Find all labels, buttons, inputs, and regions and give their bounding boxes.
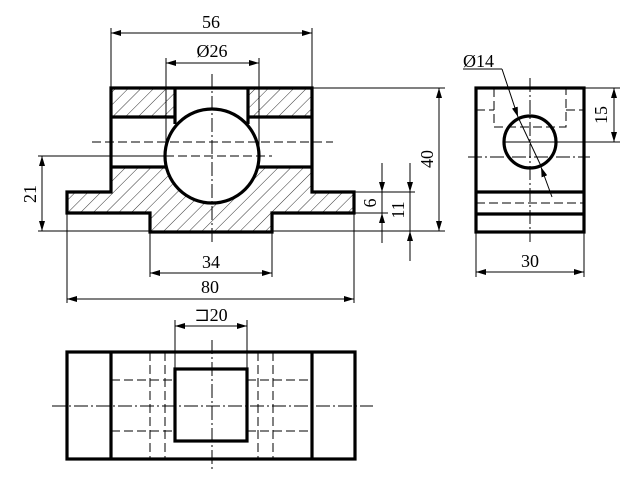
side-view: 15 Ø14 30	[463, 51, 620, 277]
dim-21: 21	[20, 185, 40, 203]
front-view: 56 Ø26 40 21 6 11 34 80	[20, 12, 445, 303]
dim-15: 15	[591, 106, 611, 124]
dim-40: 40	[417, 150, 437, 168]
dim-bore-diameter: Ø26	[197, 41, 228, 61]
section-hatch-top-right	[248, 88, 312, 117]
dim-hole-diameter: Ø14	[463, 51, 494, 71]
section-hatch-top-left	[111, 88, 175, 117]
dim-11: 11	[388, 201, 408, 218]
dim-80: 80	[201, 277, 219, 297]
dim-6: 6	[360, 199, 380, 208]
dim-square-20: ⊐20	[194, 305, 227, 325]
dim-56: 56	[202, 12, 220, 32]
dim-30: 30	[521, 251, 539, 271]
top-view: ⊐20	[52, 305, 373, 472]
square-hole	[173, 367, 249, 443]
dim-34: 34	[202, 252, 220, 272]
